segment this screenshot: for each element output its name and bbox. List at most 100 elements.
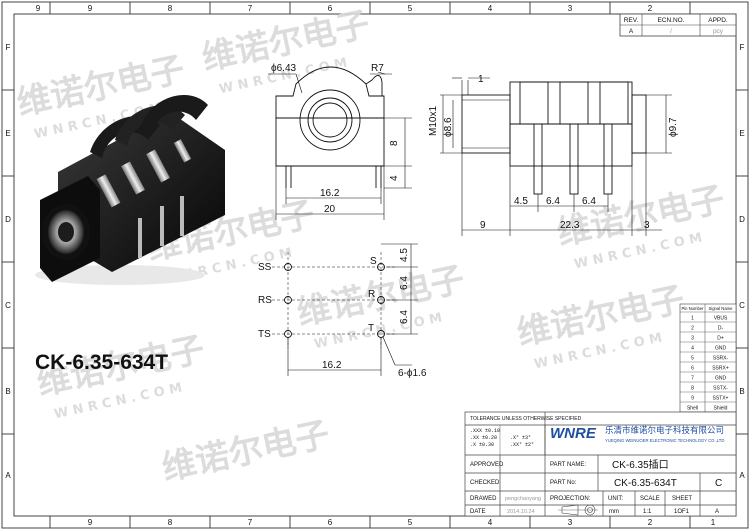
dim-dia-9-7: ϕ9.7 <box>668 117 679 137</box>
ecn-header: ECN.NO. <box>657 17 684 24</box>
rev-value: A <box>629 28 634 35</box>
pcb-layout-labels: SS RS TS S R T 4.5 6.4 6.4 16.2 6-ϕ1.6 <box>258 248 427 379</box>
col-label: 9 <box>36 4 41 13</box>
title-block <box>464 411 737 517</box>
col-label: 7 <box>248 4 253 13</box>
pin-signal-name: SSRX+ <box>712 366 729 372</box>
side-view <box>440 77 672 236</box>
dim-hole-dia: ϕ6.43 <box>271 63 297 74</box>
label-ts: TS <box>258 329 271 340</box>
part-no-label: PART No: <box>550 480 577 486</box>
tol-line: .XX ±0.20 <box>470 435 497 441</box>
sheet-label: SHEET <box>672 496 692 502</box>
company-name-cn: 乐清市维诺尔电子科技有限公司 <box>605 425 724 436</box>
projection-symbol <box>558 504 598 516</box>
pin-number: 4 <box>691 346 694 352</box>
pin-signal-name: Shield <box>714 406 728 412</box>
row-label-right: A <box>739 471 745 480</box>
front-view <box>268 66 412 220</box>
row-label: E <box>5 129 10 138</box>
col-label-bottom: 4 <box>488 518 493 527</box>
pin-number: 2 <box>691 326 694 332</box>
scale-value: 1:1 <box>643 509 652 515</box>
tolerance-title: TOLERANCE UNLESS OTHERWISE SPECIFIED <box>470 416 582 422</box>
pin-signal-name: SSTX- <box>713 386 728 392</box>
dim-22-3: 22.3 <box>560 220 580 231</box>
scale-label: SCALE <box>640 496 660 502</box>
company-logo: WNRE <box>550 425 597 442</box>
pin-signal-name: SSRX- <box>713 356 729 362</box>
col-label-bottom: 8 <box>168 518 173 527</box>
part-name-value: CK-6.35插口 <box>612 458 669 471</box>
row-label: A <box>5 471 11 480</box>
dim-thread: M10x1 <box>428 106 439 136</box>
revision-table: REV. ECN.NO. APPD. A / pcy <box>619 13 737 37</box>
pin-number: 3 <box>691 336 694 342</box>
row-label: F <box>6 43 11 52</box>
row-label: B <box>5 387 10 396</box>
dim-height-4: 4 <box>389 175 400 181</box>
pin-number: 5 <box>691 356 694 362</box>
col-label: 3 <box>568 4 573 13</box>
row-label-right: D <box>739 215 745 224</box>
date-label: DATE <box>470 509 486 515</box>
col-label: 9 <box>88 4 93 13</box>
dim-holes: 6-ϕ1.6 <box>398 368 427 379</box>
row-label-right: F <box>740 43 745 52</box>
col-label-bottom: 5 <box>408 518 413 527</box>
drawed-label: DRAWED <box>470 496 497 502</box>
dim-9: 9 <box>480 220 486 231</box>
date-value: 2014.10.24 <box>507 509 535 515</box>
col-label: 8 <box>168 4 173 13</box>
ecn-value: / <box>670 28 672 35</box>
appd-value: pcy <box>713 28 724 35</box>
row-label-right: C <box>739 301 745 310</box>
company-name-en: YUEQING WEINUOER ELECTRONIC TECHNOLOGY C… <box>605 438 724 443</box>
watermark-cn: 维诺尔电子 <box>159 414 334 488</box>
dim-height-8: 8 <box>389 140 400 146</box>
dim-6-4-a: 6.4 <box>399 276 410 290</box>
approved-label: APPROVED <box>470 462 504 468</box>
label-ss: SS <box>258 262 272 273</box>
checked-label: CHECKED <box>470 480 500 486</box>
dim-1: 1 <box>478 74 484 85</box>
rev-header: REV. <box>624 17 639 24</box>
part-name-label: PART NAME: <box>550 462 586 468</box>
projection-label: PROJECTION: <box>550 496 591 502</box>
col-label-bottom: 3 <box>568 518 573 527</box>
pin-signal-name: GND <box>715 346 727 352</box>
size-value: A <box>715 509 719 515</box>
pin-number: Shell <box>687 406 698 412</box>
pin-signal-name: GND <box>715 376 727 382</box>
tol-line: .XXX ±0.10 <box>470 428 500 434</box>
pin-number: 6 <box>691 366 694 372</box>
pin-number: 1 <box>691 316 694 322</box>
part-no-value: CK-6.35-634T <box>614 478 677 489</box>
appd-header: APPD. <box>708 17 728 24</box>
label-t: T <box>368 323 374 334</box>
dim-6-4-b: 6.4 <box>582 196 596 207</box>
unit-value: mm <box>609 509 619 515</box>
col-label: 6 <box>328 4 333 13</box>
row-label-right: B <box>739 387 744 396</box>
row-label-right: E <box>739 129 744 138</box>
row-label: C <box>5 301 11 310</box>
front-view-dims: ϕ6.43 R7 8 4 16.2 20 <box>271 63 400 215</box>
title-block-text: TOLERANCE UNLESS OTHERWISE SPECIFIED .XX… <box>470 416 724 516</box>
drawed-value: pengchaoyang <box>505 496 541 502</box>
dim-4-5: 4.5 <box>399 248 410 262</box>
col-label: 5 <box>408 4 413 13</box>
side-view-dims: 1 M10x1 ϕ8.6 ϕ9.7 4.5 6.4 6.4 9 22.3 3 <box>428 74 679 231</box>
dim-4-5: 4.5 <box>514 196 528 207</box>
tol-line: .XX° ±2° <box>510 442 534 448</box>
pin-number: 8 <box>691 386 694 392</box>
pin-number-header: Pin Number <box>681 306 704 311</box>
dim-6-4-a: 6.4 <box>546 196 560 207</box>
dim-6-4-b: 6.4 <box>399 310 410 324</box>
col-label-bottom: 6 <box>328 518 333 527</box>
tol-line: .X° ±3° <box>510 435 531 441</box>
dim-dia-8-6: ϕ8.6 <box>443 117 454 137</box>
dim-radius: R7 <box>371 63 384 74</box>
col-label-bottom: 7 <box>248 518 253 527</box>
